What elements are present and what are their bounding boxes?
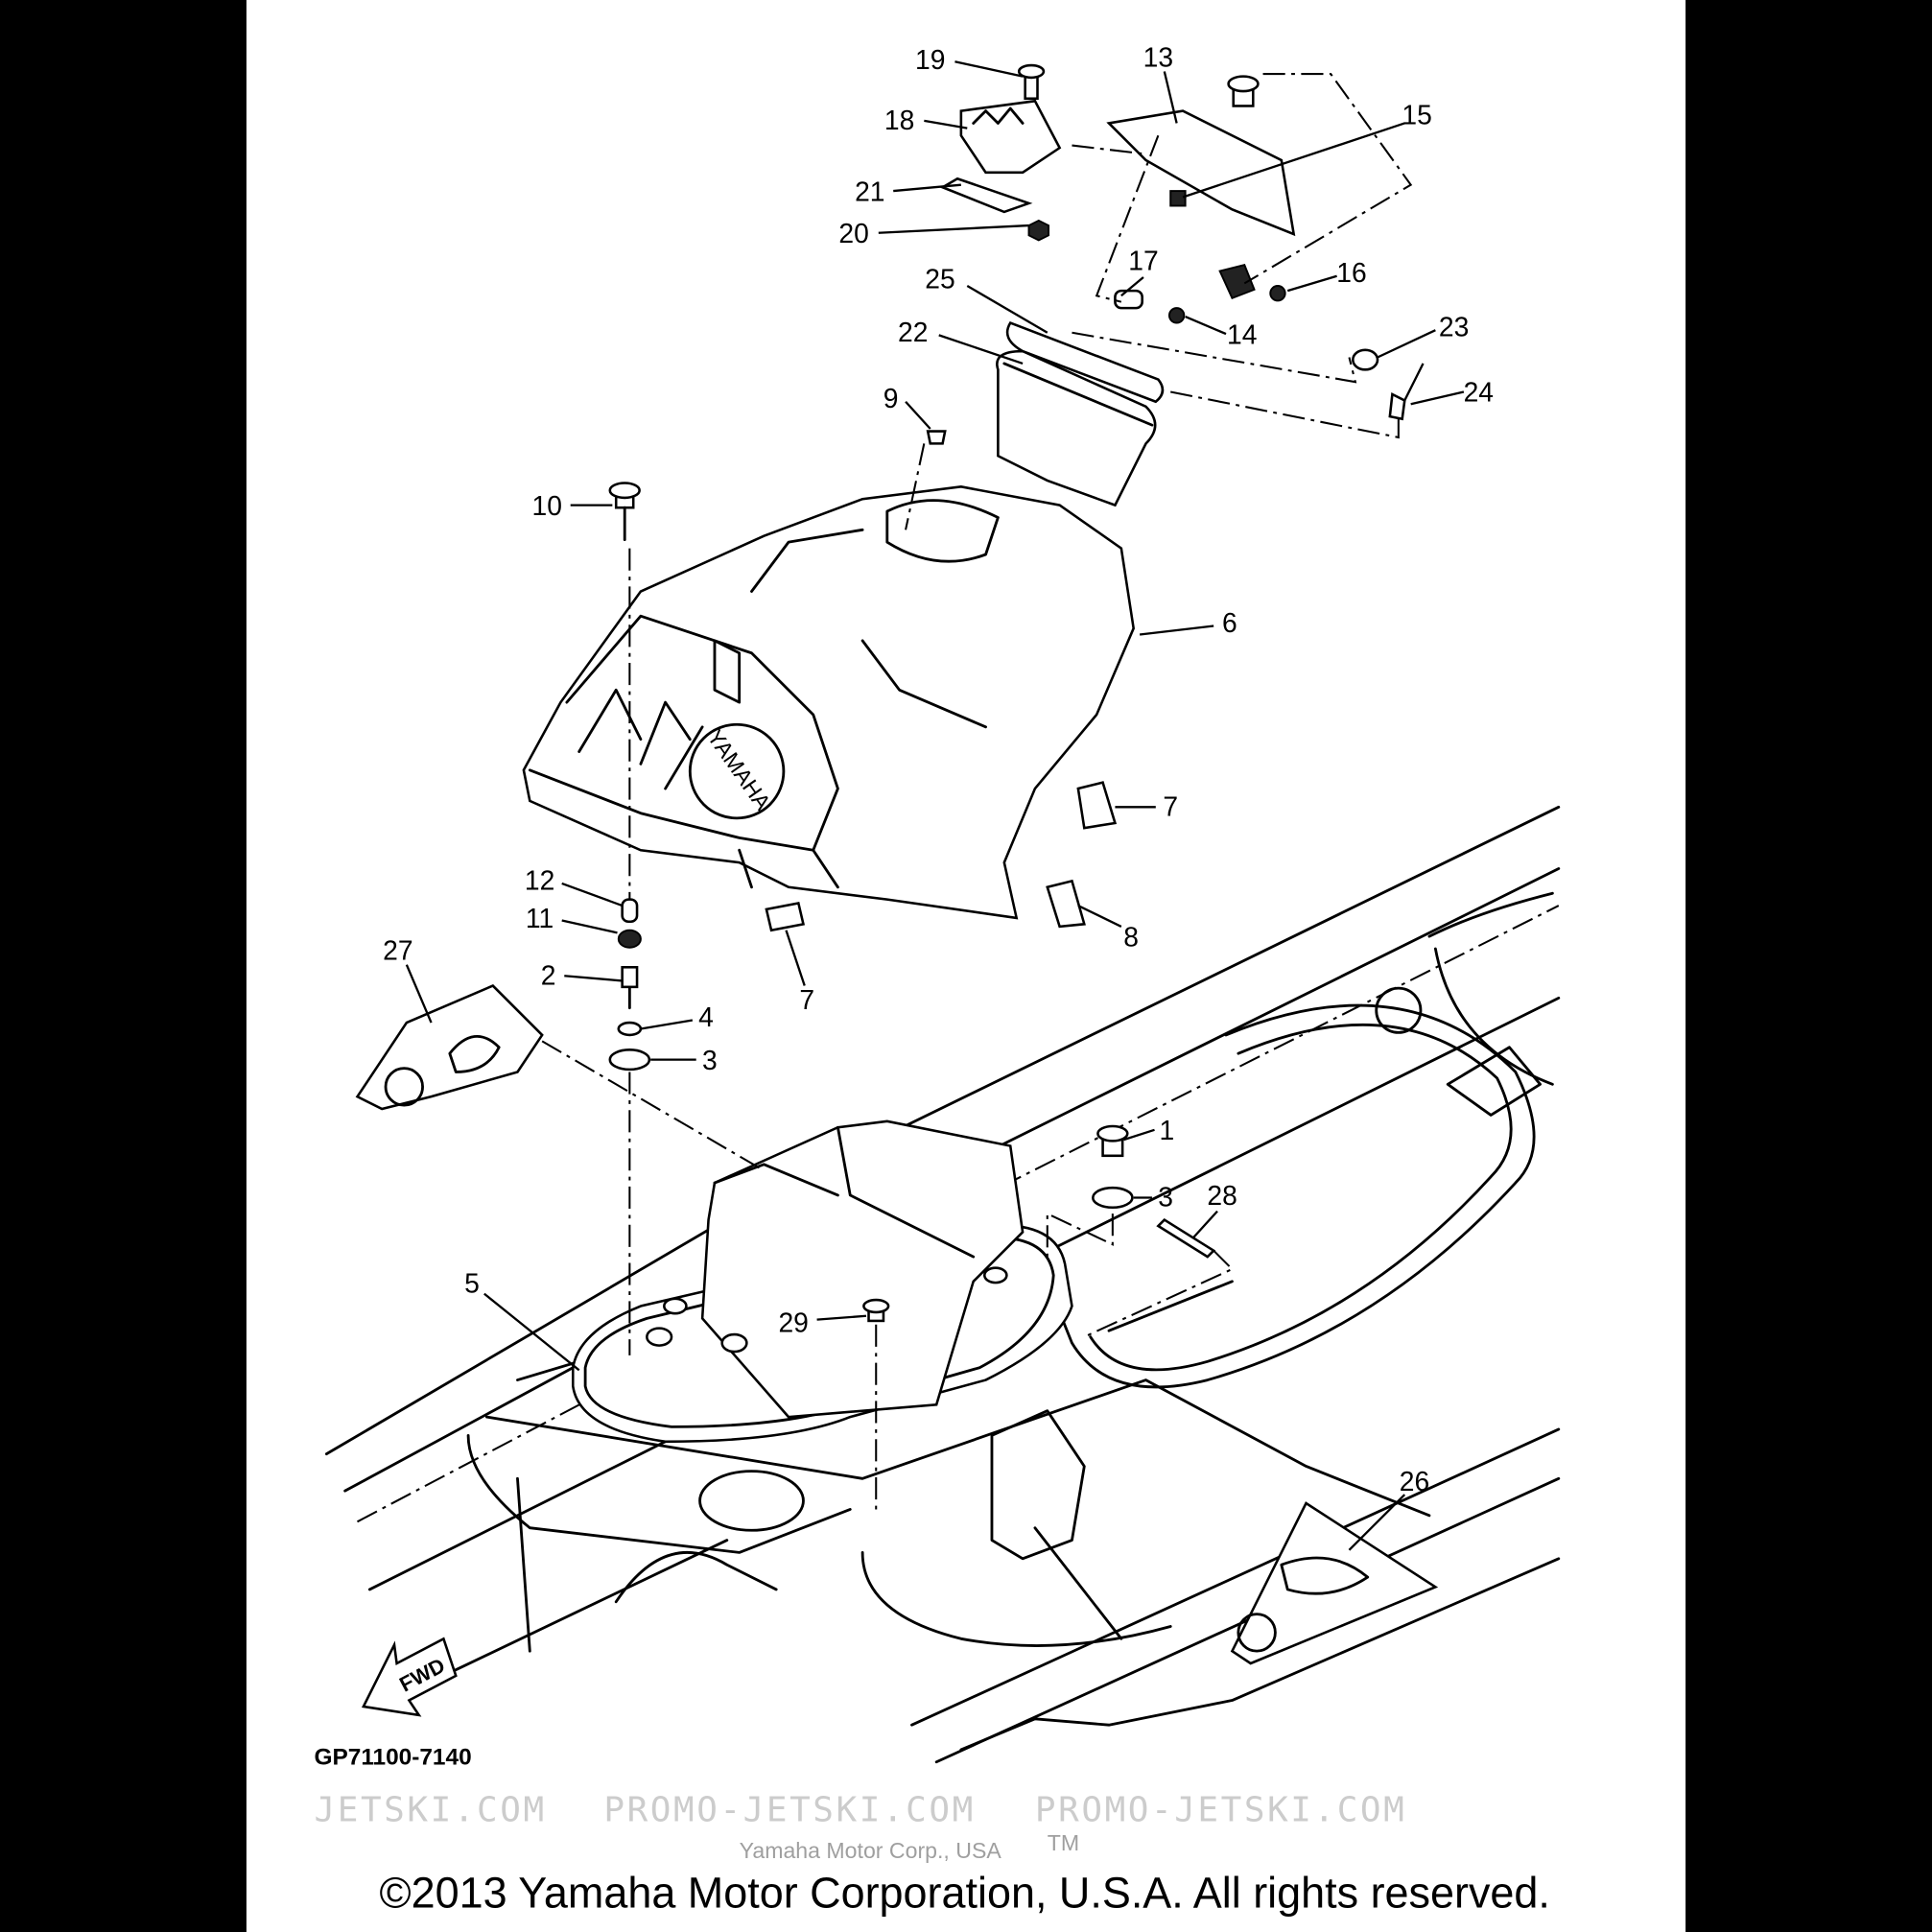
callout-26: 26 [1400,1466,1429,1496]
intake-grille-part-27 [355,984,544,1111]
callout-3b: 3 [1158,1181,1173,1212]
callout-17: 17 [1128,245,1158,275]
callout-25: 25 [925,264,954,295]
callout-9: 9 [884,383,899,413]
small-hardware [608,430,1216,1323]
callout-16: 16 [1336,257,1366,288]
callout-20: 20 [838,218,868,248]
diagram-canvas [246,0,1686,1932]
callout-23: 23 [1439,312,1469,342]
assembly-lines [541,73,1413,1510]
callout-27: 27 [383,935,412,966]
watermark-site-left: JETSKI.COM [315,1790,547,1829]
leader-lines [405,60,1465,1551]
callout-22: 22 [898,317,928,347]
callout-numbers: 19 13 18 15 21 20 17 16 25 14 23 22 24 9… [383,41,1494,1496]
callout-5: 5 [464,1267,480,1298]
watermark-site-right: PROMO-JETSKI.COM [1035,1790,1406,1829]
callout-28: 28 [1207,1180,1237,1211]
copyright-notice: ©2013 Yamaha Motor Corporation, U.S.A. A… [380,1868,1550,1917]
watermark-site-mid: PROMO-JETSKI.COM [603,1790,975,1829]
callout-14: 14 [1227,318,1257,349]
watermark-tm: TM [1048,1830,1079,1855]
callout-2: 2 [541,959,556,990]
callout-1: 1 [1160,1115,1175,1145]
callout-7a: 7 [1163,790,1178,821]
callout-11: 11 [526,903,554,933]
seat-cover-part-6: YAMAHA [522,485,1136,920]
watermark-owner: Yamaha Motor Corp., USA [740,1838,1002,1863]
hull-deck [324,805,1561,1764]
callout-13: 13 [1143,41,1173,72]
callout-7b: 7 [799,984,814,1015]
callout-18: 18 [884,105,914,135]
callout-8: 8 [1123,921,1139,952]
callout-15: 15 [1402,100,1431,130]
storage-hatch-part-5 [571,1119,1073,1444]
callout-6: 6 [1222,607,1237,638]
callout-29: 29 [778,1307,808,1337]
intake-grille-part-26 [1230,1501,1439,1665]
callout-4: 4 [698,1001,714,1032]
watermark: JETSKI.COM PROMO-JETSKI.COM PROMO-JETSKI… [315,1790,1406,1863]
callout-3a: 3 [702,1045,718,1075]
callout-24: 24 [1464,377,1494,408]
storage-cup-part-22 [996,320,1165,507]
callout-10: 10 [532,490,562,521]
callout-12: 12 [525,864,554,895]
callout-19: 19 [915,44,945,75]
yamaha-logo-circle [688,722,786,820]
figure-code: GP71100-7140 [315,1744,472,1770]
callout-21: 21 [855,176,884,206]
